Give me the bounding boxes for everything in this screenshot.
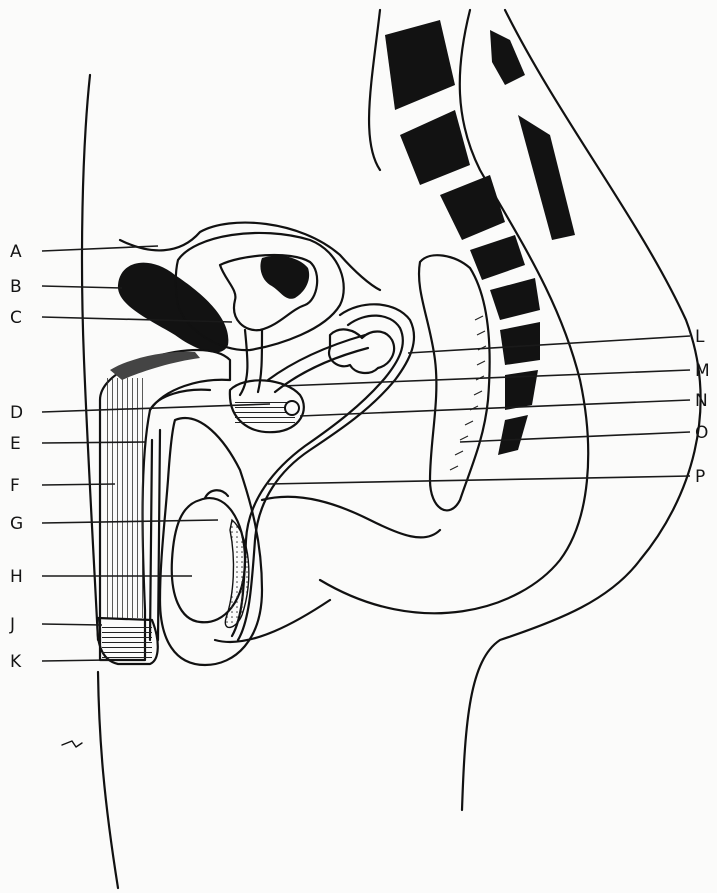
label-j: J (9, 615, 15, 635)
labels-right: L M N O P (695, 327, 710, 487)
label-n: N (695, 391, 708, 411)
label-b: B (10, 277, 22, 297)
testis (172, 490, 249, 627)
label-c: C (10, 308, 22, 328)
leader-n (300, 400, 690, 416)
seminal-vesicle (329, 329, 394, 373)
leader-l (408, 336, 690, 353)
leader-o (460, 432, 690, 442)
rectum (419, 255, 490, 510)
glans (98, 618, 158, 664)
labels-left: A B C D E F G H J K (9, 242, 23, 672)
label-h: H (10, 567, 23, 587)
label-m: M (695, 361, 710, 381)
ink-mark (62, 741, 82, 747)
label-g: G (10, 514, 23, 534)
leader-f (42, 484, 115, 485)
label-k: K (10, 652, 22, 672)
leader-m (282, 370, 690, 386)
leader-j (42, 624, 102, 625)
label-p: P (695, 467, 705, 487)
leader-k (42, 660, 108, 661)
pubic-bone (118, 263, 228, 353)
label-o: O (695, 423, 708, 443)
label-f: F (10, 476, 20, 496)
leader-e (42, 442, 145, 443)
prostate (230, 380, 304, 432)
leader-p (268, 476, 690, 484)
label-d: D (10, 403, 23, 423)
label-e: E (10, 434, 21, 454)
label-l: L (695, 327, 705, 347)
leader-b (42, 286, 122, 288)
label-a: A (10, 242, 22, 262)
body-outline-back (320, 10, 701, 810)
vas-deferens (232, 304, 414, 640)
